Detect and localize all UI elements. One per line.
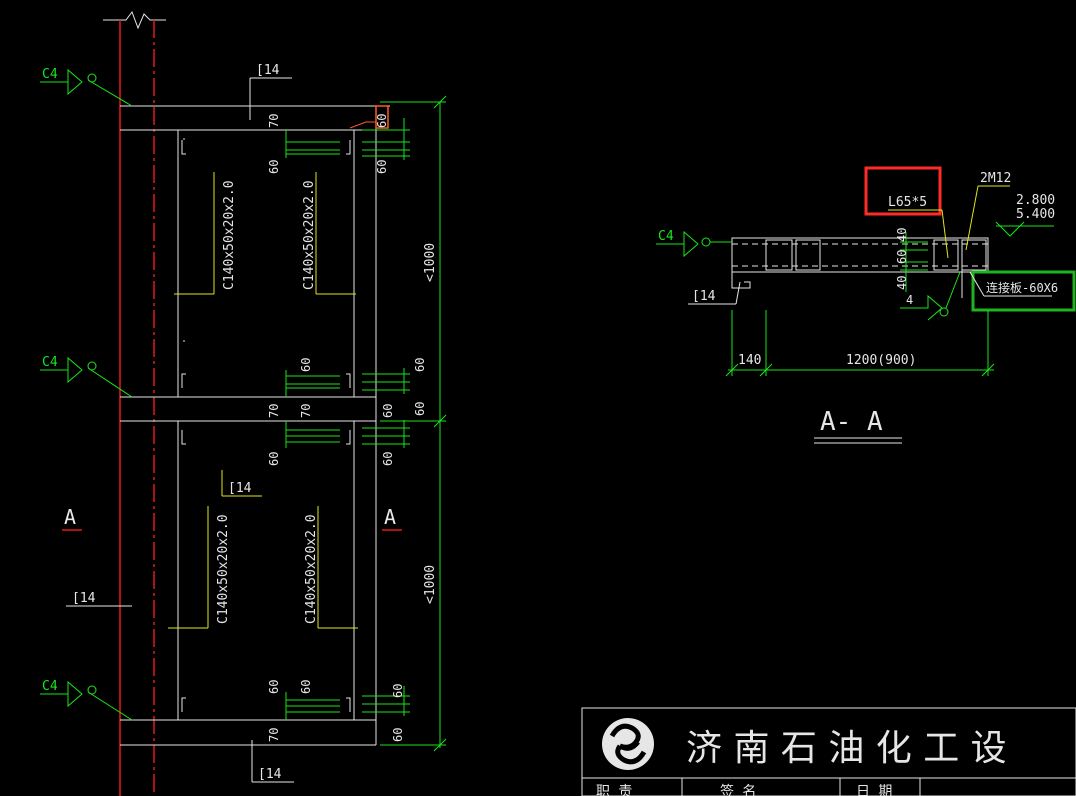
section-dim-40-b: 40 [895,276,909,290]
purlin-label-1: C140x50x20x2.0 [222,180,237,290]
outer-dimension-marks [362,118,410,716]
tb-row-2: 签 名 [720,783,756,796]
section-weld-bottom: 4 [900,271,961,321]
section-title: A- A [820,407,883,437]
dim-1000-a: <1000 [423,243,438,282]
dim-60-r2: 60 [299,680,313,694]
dim-70-a: 70 [267,114,281,128]
elevation-triangle [995,221,1025,237]
section-marker-left: A [64,505,76,529]
corner-clips [181,140,351,712]
purlin-section-1 [765,239,793,271]
end-plate-detail [375,105,389,129]
svg-text:4: 4 [906,293,913,307]
end-detail-leader [349,121,376,129]
break-line [103,10,166,30]
dim-60-c: 60 [375,160,389,174]
dim-1000-b: <1000 [423,565,438,604]
angle-leader [941,209,949,259]
section-dim-60: 60 [895,250,909,264]
purlin-label-2: C140x50x20x2.0 [302,180,317,290]
dim-60-r3: 60 [391,684,405,698]
tb-row-1: 职 责 [596,784,632,796]
dim-60-f: 60 [413,402,427,416]
channel-profile [731,272,751,289]
purlin-label-3: C140x50x20x2.0 [216,514,231,624]
section-weld-symbol: C4 [656,229,732,258]
elevation-value-2: 5.400 [1016,207,1055,222]
angle-label: L65*5 [888,195,927,210]
bolt-label: 2M12 [980,171,1011,186]
company-logo [602,718,654,770]
dim-60-b: 60 [299,358,313,372]
channel-label-top: [14 [256,63,280,78]
channel-label-bot: [14 [258,767,282,782]
dim-60-r4: 60 [391,728,405,742]
bolt-leader [965,185,979,251]
svg-text:C4: C4 [42,679,58,694]
inner-dimension-marks [285,130,340,720]
svg-text:C4: C4 [42,355,58,370]
dimension-numerals: 70 60 60 60 60 70 70 60 60 60 60 60 60 6… [267,114,438,742]
tb-row-3: 日 期 [856,784,892,796]
channel-label-mid: [14 [228,481,252,496]
angle-highlight-box [864,166,942,216]
svg-text:C4: C4 [658,229,674,244]
dim-70-c: 70 [299,404,313,418]
purlin-section-2 [795,239,821,271]
section-dim-40-a: 40 [895,228,909,242]
weld-symbol-bot: C4 [40,679,133,721]
section-channel-label: [14 [692,289,716,304]
company-name: 济 南 石 油 化 工 设 [686,728,1007,769]
plate-label: 连接板-60X6 [986,280,1058,295]
plate-leader [969,271,985,297]
dim-60-r1: 60 [267,680,281,694]
dim-70-b: 70 [267,404,281,418]
purlin-label-4: C140x50x20x2.0 [304,514,319,624]
channel-label-left: [14 [72,591,96,606]
title-block-frame [581,707,1076,796]
section-dim-140: 140 [738,353,761,368]
dim-70-d: 70 [267,728,281,742]
dim-60-e: 60 [381,404,395,418]
weld-symbol-mid: C4 [40,355,133,398]
weld-symbol-top: C4 [40,67,133,107]
title-block: 济 南 石 油 化 工 设 职 责 签 名 日 期 [581,707,1076,796]
section-marker-right: A [384,505,396,529]
section-body [731,237,989,273]
section-view: 40 60 40 C4 [14 L65*5 2M12 2.800 5.400 [656,166,1076,444]
svg-text:C4: C4 [42,67,58,82]
plate-highlight-box [971,270,1076,312]
dim-60-h: 60 [381,452,395,466]
dim-60-a: 60 [267,160,281,174]
dim-60-top: 60 [375,114,389,128]
section-dim-span: 1200(900) [846,353,916,368]
elevation-view: C140x50x20x2.0 C140x50x20x2.0 C140x50x20… [40,10,447,796]
dim-60-d: 60 [413,358,427,372]
elevation-value-1: 2.800 [1016,193,1055,208]
dim-60-g: 60 [267,452,281,466]
